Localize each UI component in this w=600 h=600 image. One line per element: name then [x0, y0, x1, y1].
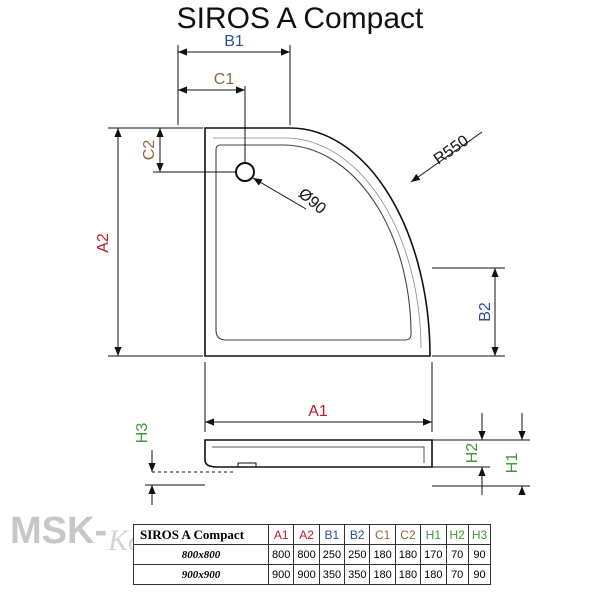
header-h1: H1 [420, 524, 447, 545]
dim-r550-label: R550 [431, 132, 472, 168]
dim-a2-label: A2 [95, 233, 112, 253]
cell-h3: 90 [467, 544, 492, 565]
cell-a1: 800 [267, 544, 295, 565]
dim-h3-label: H3 [134, 423, 151, 444]
header-c2: C2 [394, 524, 422, 545]
cell-c1: 180 [369, 564, 396, 585]
drain-circle [235, 162, 255, 182]
row-size: 800x800 [133, 544, 269, 565]
header-c1: C1 [369, 524, 396, 545]
cell-b2: 250 [344, 544, 371, 565]
table-row: 800x800 800 800 250 250 180 180 170 70 9… [133, 544, 492, 565]
header-h3: H3 [467, 524, 492, 545]
diagram-title: SIROS A Compact [176, 2, 424, 35]
cell-c2: 180 [394, 544, 422, 565]
cell-b1: 350 [318, 564, 346, 585]
dim-a1-label: A1 [308, 403, 328, 420]
dim-b2-label: B2 [477, 302, 494, 322]
header-h2: H2 [445, 524, 469, 545]
watermark-logo: MSK- [10, 510, 108, 552]
table-row: 900x900 900 900 350 350 180 180 180 70 9… [133, 564, 492, 585]
header-b2: B2 [344, 524, 371, 545]
cell-a2: 800 [293, 544, 320, 565]
spec-table: SIROS A Compact A1 A2 B1 B2 C1 C2 H1 H2 … [133, 524, 492, 585]
cell-h1: 180 [420, 564, 447, 585]
cell-b1: 250 [318, 544, 346, 565]
row-size: 900x900 [133, 564, 269, 585]
dim-h1-label: H1 [504, 453, 521, 474]
dim-h2-label: H2 [464, 443, 481, 464]
header-b1: B1 [318, 524, 346, 545]
header-a1: A1 [267, 524, 295, 545]
dim-c2-label: C2 [141, 140, 158, 161]
cell-c2: 180 [394, 564, 422, 585]
cell-h2: 70 [445, 564, 469, 585]
table-header-row: SIROS A Compact A1 A2 B1 B2 C1 C2 H1 H2 … [133, 524, 492, 545]
cell-h3: 90 [467, 564, 492, 585]
tray-basin [215, 144, 412, 341]
cell-h2: 70 [445, 544, 469, 565]
product-name: SIROS A Compact [133, 524, 269, 545]
cell-a2: 900 [293, 564, 320, 585]
cell-b2: 350 [344, 564, 371, 585]
dim-c1-label: C1 [214, 71, 235, 88]
dim-b1-label: B1 [224, 33, 244, 50]
header-a2: A2 [293, 524, 320, 545]
cell-c1: 180 [369, 544, 396, 565]
cell-a1: 900 [267, 564, 295, 585]
cell-h1: 170 [420, 544, 447, 565]
